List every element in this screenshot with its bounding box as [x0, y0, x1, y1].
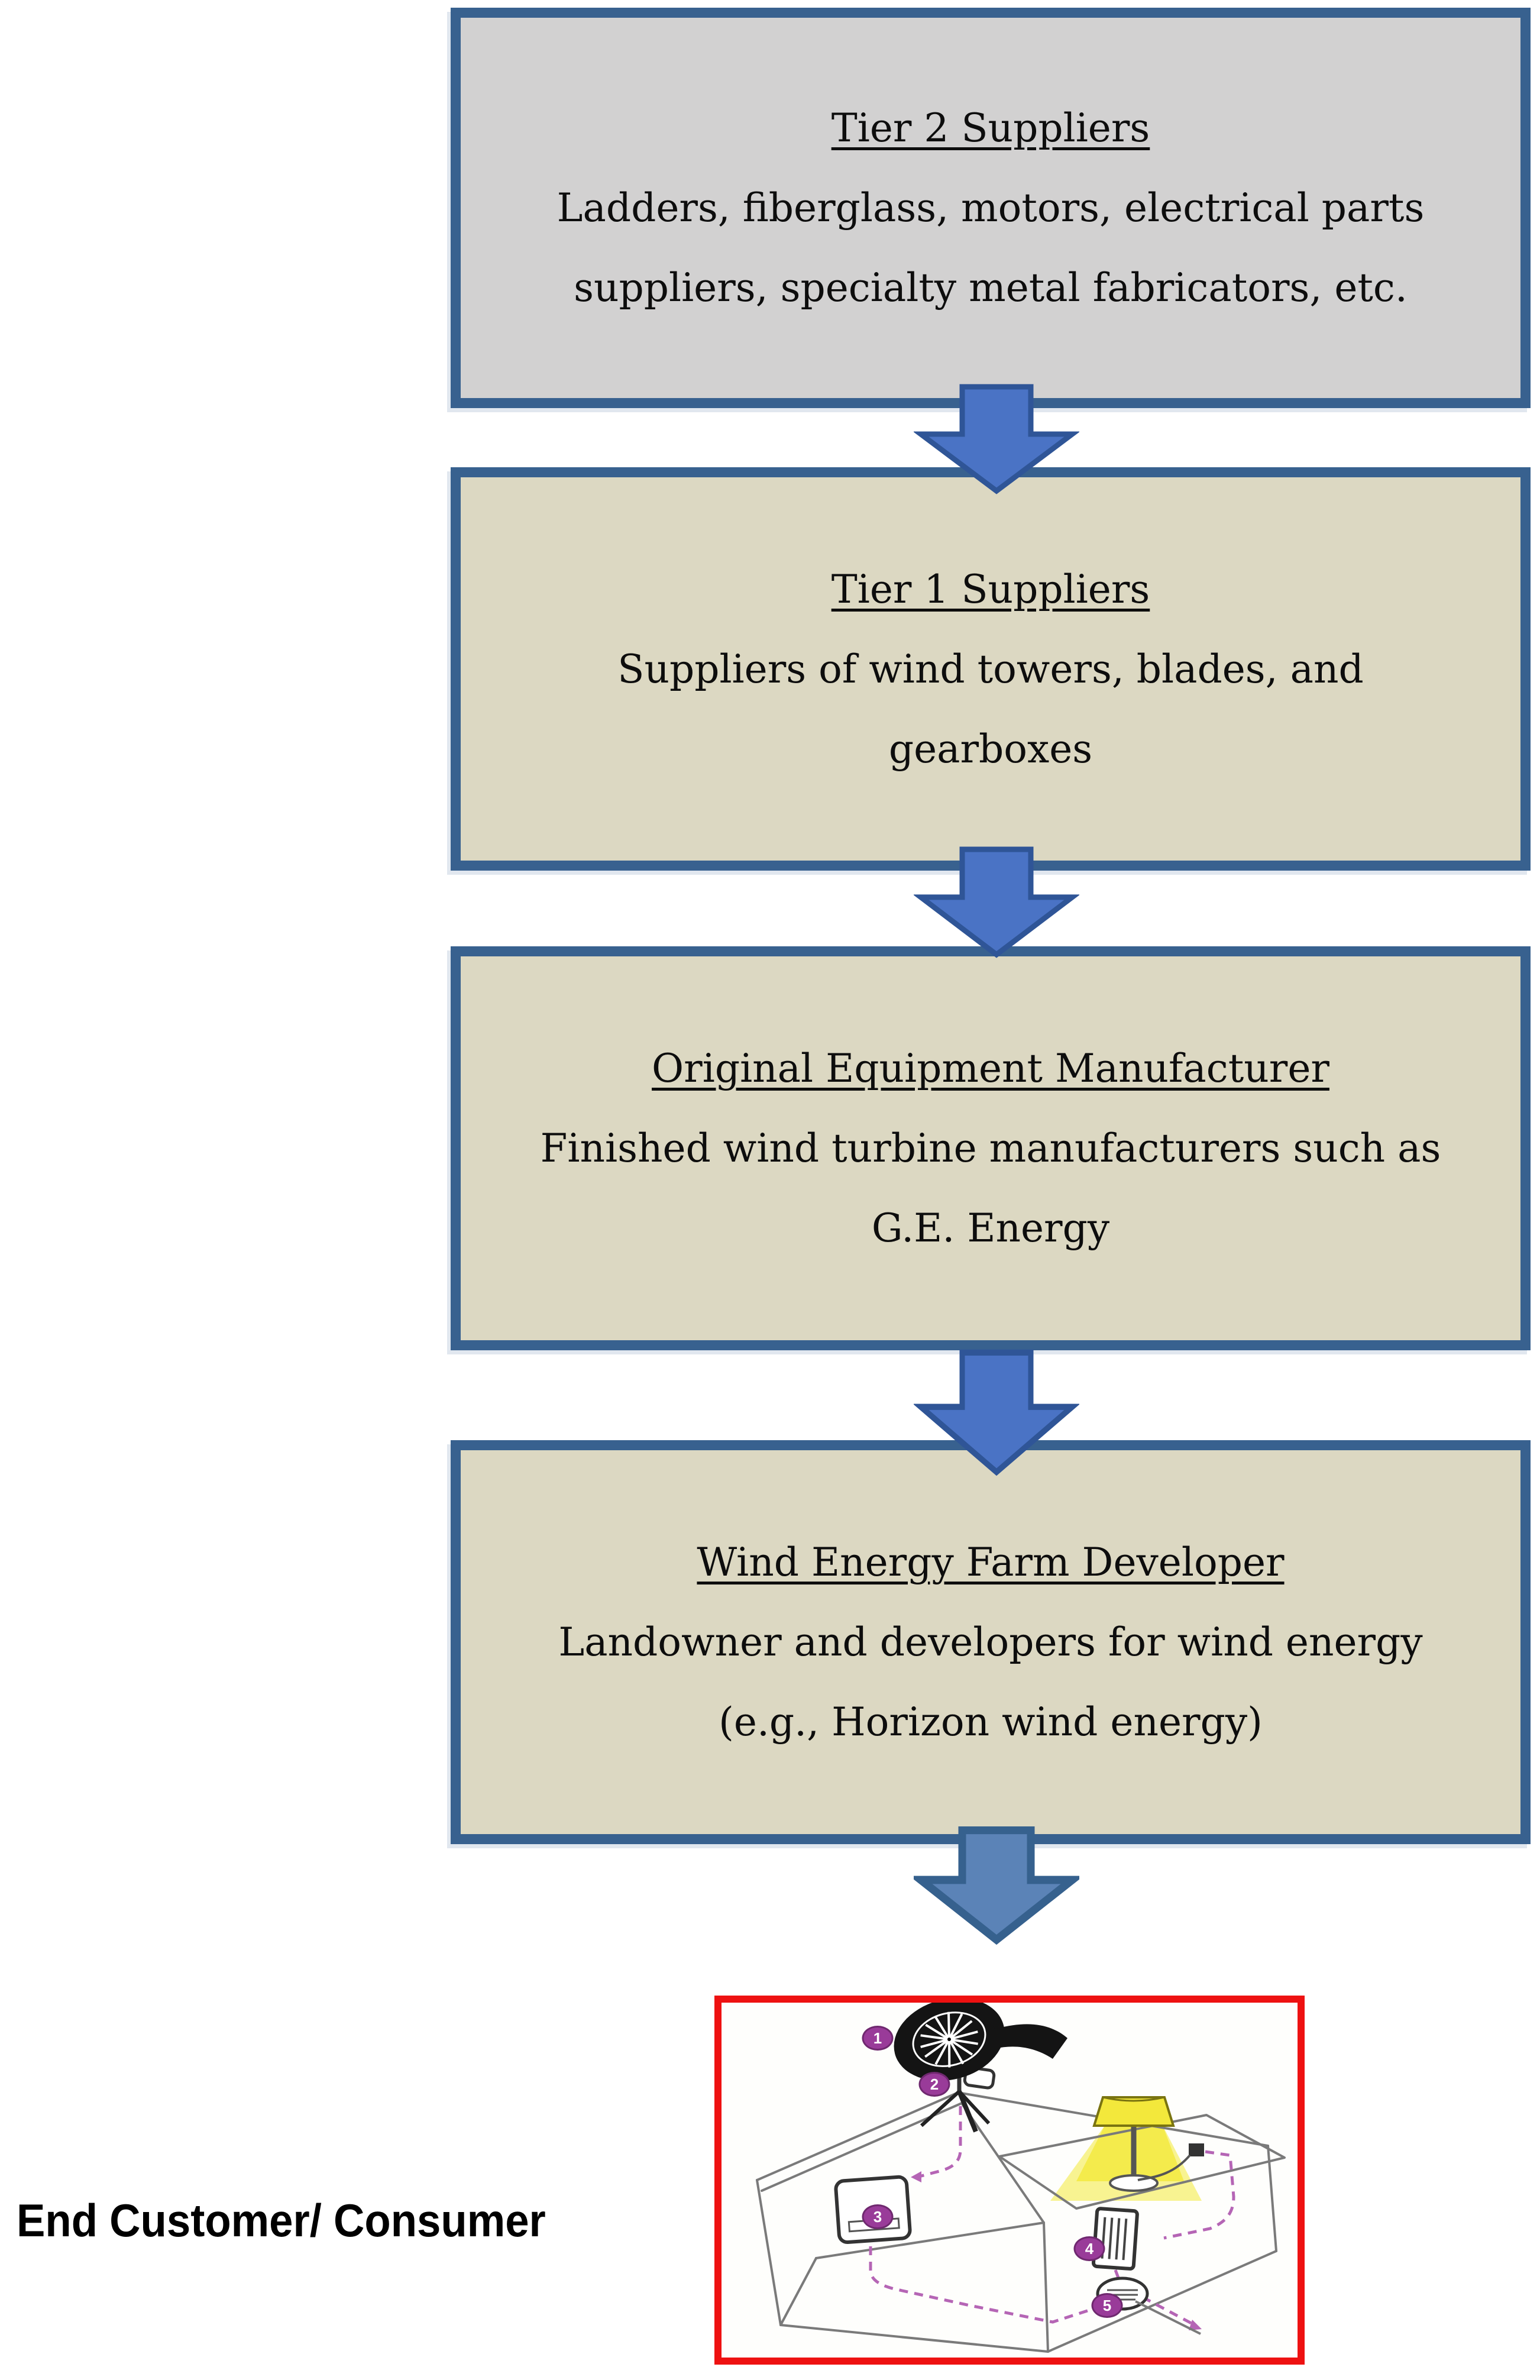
electrical-panel	[1091, 2207, 1139, 2271]
lamp	[1092, 2096, 1175, 2192]
component-badge-3: 3	[862, 2204, 894, 2229]
component-badge-1: 1	[862, 2026, 894, 2051]
house-wireframe	[756, 2091, 1286, 2353]
flow-box-body: Landowner and developers for wind energy…	[558, 1619, 1423, 1745]
component-badge-2: 2	[918, 2072, 950, 2097]
component-badge-4: 4	[1073, 2236, 1105, 2261]
flow-box-wind-farm-developer: Wind Energy Farm Developer Landowner and…	[451, 1440, 1531, 1844]
flow-box-title: Tier 2 Suppliers	[831, 105, 1150, 151]
flow-box-title: Wind Energy Farm Developer	[697, 1540, 1285, 1585]
component-badge-5: 5	[1091, 2293, 1123, 2318]
flow-box-oem: Original Equipment Manufacturer Finished…	[451, 946, 1531, 1350]
wall-outlet	[1137, 2143, 1204, 2181]
flow-box-body: Ladders, fiberglass, motors, electrical …	[557, 185, 1425, 311]
down-arrow-icon	[914, 846, 1079, 958]
wind-turbine	[894, 2003, 1067, 2133]
flow-box-tier1-suppliers: Tier 1 Suppliers Suppliers of wind tower…	[451, 467, 1531, 871]
flow-box-body: Finished wind turbine manufacturers such…	[540, 1126, 1441, 1251]
wiring-path	[869, 2106, 1235, 2327]
flow-box-title: Original Equipment Manufacturer	[652, 1046, 1329, 1091]
down-arrow-icon	[914, 1826, 1079, 1945]
down-arrow-icon	[914, 384, 1079, 494]
house-cutaway-illustration	[756, 2003, 1286, 2353]
end-customer-label: End Customer/ Consumer	[17, 2194, 546, 2246]
flow-box-title: Tier 1 Suppliers	[831, 566, 1150, 612]
flow-box-body: Suppliers of wind towers, blades, and ge…	[617, 646, 1364, 772]
flow-box-tier2-suppliers: Tier 2 Suppliers Ladders, fiberglass, mo…	[451, 8, 1531, 408]
home-wind-system-figure: 1 2 3 4 5	[714, 1996, 1305, 2365]
down-arrow-icon	[914, 1349, 1079, 1476]
